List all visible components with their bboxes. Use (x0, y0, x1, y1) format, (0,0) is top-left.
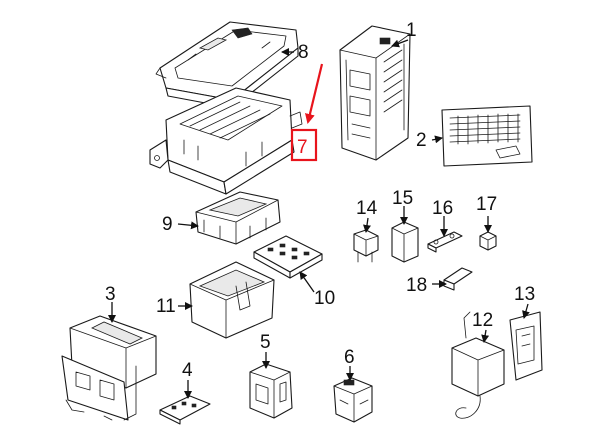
part-8-cover (155, 21, 299, 109)
callout-3: 3 (105, 284, 116, 305)
part-7-housing (149, 87, 303, 195)
callout-18: 18 (406, 275, 427, 296)
callout-6: 6 (344, 347, 355, 368)
part-11-tray (189, 261, 275, 339)
part-1-module (339, 25, 411, 161)
callout-14: 14 (356, 198, 378, 219)
part-6-connector (333, 377, 373, 423)
callout-7: 7 (297, 137, 308, 158)
callout-labels: 1 2 3 4 5 6 7 8 9 10 11 12 13 14 15 16 1… (105, 20, 535, 381)
callout-15: 15 (392, 188, 413, 209)
part-10-panel (253, 235, 323, 279)
callout-10: 10 (314, 288, 335, 309)
callout-12: 12 (472, 310, 493, 331)
part-12-harness-module (451, 311, 505, 419)
callout-8: 8 (298, 42, 309, 63)
callout-17: 17 (476, 194, 497, 215)
callout-2: 2 (416, 130, 427, 151)
part-9-carrier (195, 191, 281, 245)
callout-16: 16 (432, 198, 453, 219)
part-17-mini-fuse (479, 231, 497, 251)
callout-9: 9 (162, 214, 173, 235)
leader-lines (108, 39, 530, 399)
part-4-plate (159, 395, 211, 425)
part-2-label-card (441, 105, 533, 167)
callout-13: 13 (514, 284, 535, 305)
part-14-fuse (353, 229, 379, 263)
part-5-relay (249, 363, 293, 419)
part-3-junction-block (61, 315, 157, 421)
part-18-fuse (443, 267, 473, 291)
callout-4: 4 (182, 360, 193, 381)
part-13-bracket (509, 311, 543, 381)
highlight-box (290, 128, 318, 162)
highlight-callout-7 (290, 63, 324, 162)
part-15-relay (391, 221, 419, 263)
part-16-strip-fuse (427, 231, 463, 253)
callout-11: 11 (156, 296, 176, 317)
callout-5: 5 (260, 332, 271, 353)
callout-1: 1 (406, 20, 417, 41)
